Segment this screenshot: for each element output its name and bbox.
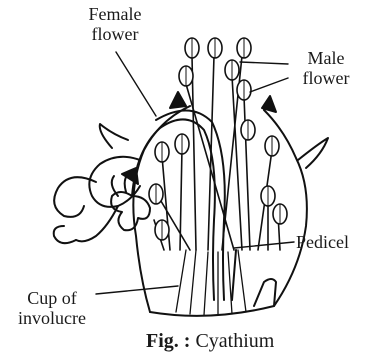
label-female-line-2: flower — [70, 24, 160, 44]
leader-pedicel — [234, 242, 294, 248]
bract-tip-left — [170, 92, 186, 108]
female-pedicel — [132, 119, 215, 300]
bract-tip-right — [262, 96, 276, 112]
leader-male-2 — [250, 78, 288, 92]
label-cup-line-1: Cup of — [2, 288, 102, 308]
figure-caption: Fig. : Cyathium — [146, 330, 274, 352]
label-male-line-2: flower — [286, 68, 366, 88]
pedicel-stalk — [232, 250, 236, 300]
caption-prefix: Fig. : — [146, 330, 190, 352]
label-female-line-1: Female — [70, 4, 160, 24]
leader-female — [116, 52, 156, 116]
leader-cup — [96, 286, 178, 294]
label-pedicel: Pedicel — [296, 232, 349, 252]
label-cup-line-2: involucre — [2, 308, 102, 328]
label-cup-of-involucre: Cup of involucre — [2, 288, 102, 328]
label-female-flower: Female flower — [70, 4, 160, 44]
caption-title: Cyathium — [195, 330, 274, 352]
leader-male-1 — [240, 62, 288, 64]
left-hook — [54, 226, 76, 243]
right-lip — [298, 138, 328, 168]
label-male-line-1: Male — [286, 48, 366, 68]
male-flowers-cluster — [154, 56, 280, 250]
label-male-flower: Male flower — [286, 48, 366, 88]
left-lip — [100, 124, 128, 148]
